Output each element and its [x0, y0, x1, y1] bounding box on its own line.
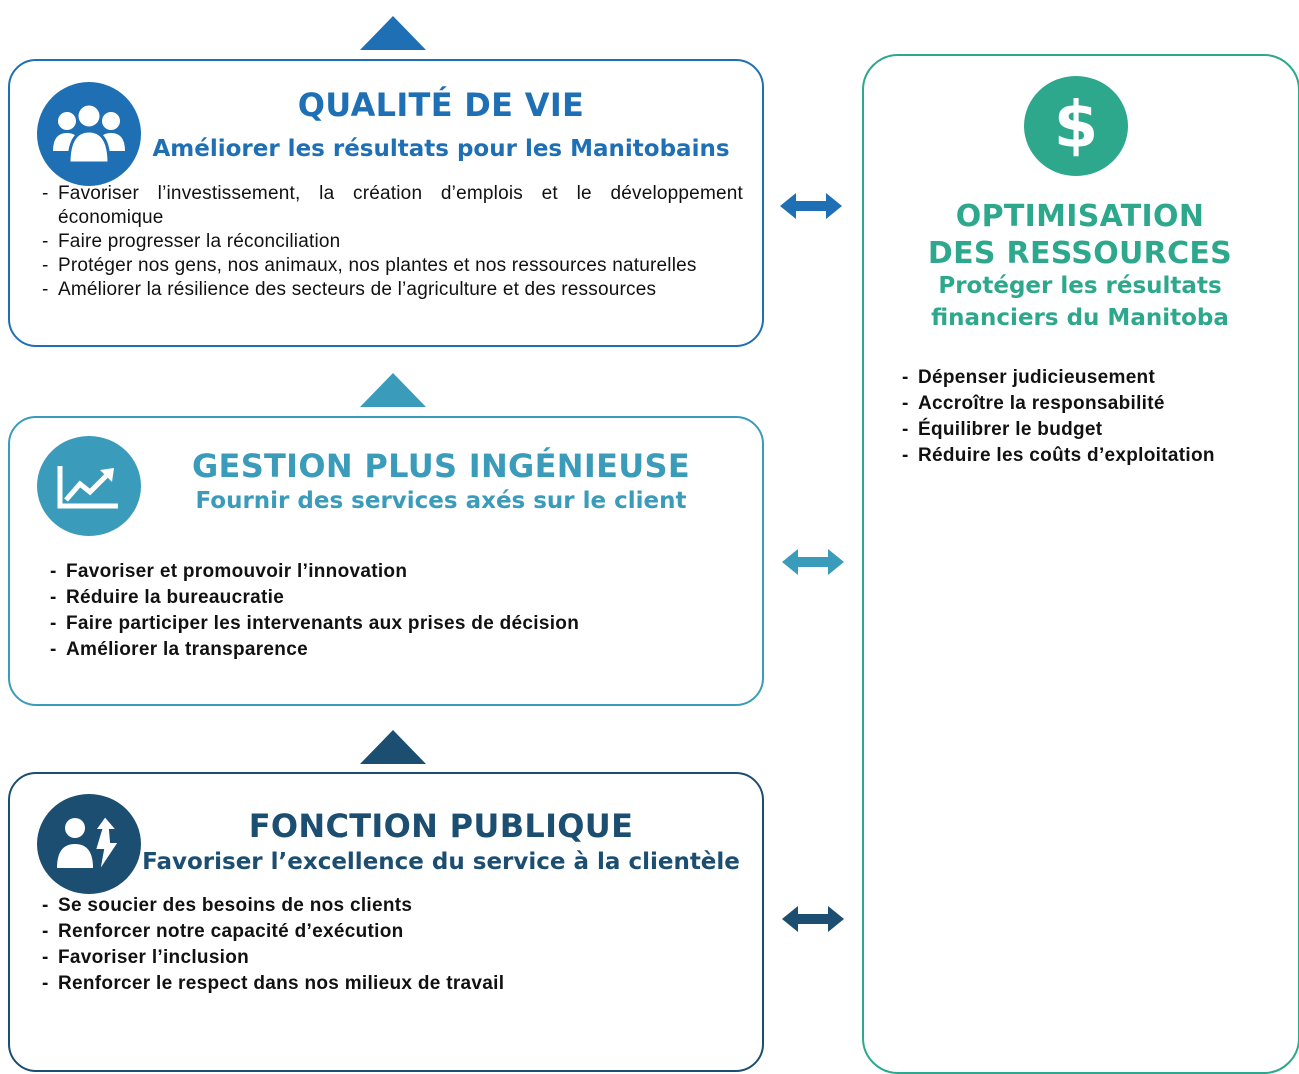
quality-list: Favoriser l’investissement, la création …	[40, 182, 743, 302]
list-item: Dépenser judicieusement	[900, 365, 1296, 391]
list-item: Renforcer notre capacité d’exécution	[40, 919, 740, 945]
fonction-title: FONCTION PUBLIQUE	[248, 807, 634, 845]
list-item: Favoriser l’inclusion	[40, 945, 740, 971]
list-item: Se soucier des besoins de nos clients	[40, 893, 740, 919]
fonction-list: Se soucier des besoins de nos clients Re…	[40, 893, 740, 997]
trend-chart-icon	[37, 436, 141, 536]
optimisation-title-line2: DES RESSOURCES	[927, 236, 1233, 271]
list-item: Protéger nos gens, nos animaux, nos plan…	[40, 254, 743, 278]
double-arrow-icon	[782, 549, 844, 575]
up-arrow-top	[360, 16, 426, 50]
double-arrow-icon	[780, 193, 842, 219]
list-item: Améliorer la résilience des secteurs de …	[40, 278, 743, 302]
dollar-icon: $	[1024, 76, 1128, 176]
double-arrow-icon	[782, 906, 844, 932]
people-lightning-icon	[37, 794, 141, 894]
list-item: Réduire la bureaucratie	[48, 585, 738, 611]
optimisation-title-line1: OPTIMISATION	[955, 199, 1205, 234]
quality-title: QUALITÉ DE VIE	[297, 86, 585, 124]
gestion-list: Favoriser et promouvoir l’innovation Réd…	[48, 559, 738, 663]
fonction-subtitle: Favoriser l’excellence du service à la c…	[142, 849, 740, 875]
quality-subtitle: Améliorer les résultats pour les Manitob…	[152, 136, 730, 162]
list-item: Favoriser et promouvoir l’innovation	[48, 559, 738, 585]
public-service-box: FONCTION PUBLIQUE Favoriser l’excellence…	[8, 772, 764, 1072]
smarter-management-box: GESTION PLUS INGÉNIEUSE Fournir des serv…	[8, 416, 764, 706]
up-arrow-middle	[360, 373, 426, 407]
list-item: Améliorer la transparence	[48, 637, 738, 663]
list-item: Faire progresser la réconciliation	[40, 230, 743, 254]
optimisation-list: Dépenser judicieusement Accroître la res…	[900, 365, 1296, 469]
optimisation-subtitle-line1: Protéger les résultats	[938, 273, 1222, 299]
gestion-subtitle: Fournir des services axés sur le client	[195, 488, 687, 514]
list-item: Accroître la responsabilité	[900, 391, 1296, 417]
list-item: Équilibrer le budget	[900, 417, 1296, 443]
list-item: Faire participer les intervenants aux pr…	[48, 611, 738, 637]
gestion-title: GESTION PLUS INGÉNIEUSE	[191, 447, 691, 485]
list-item: Renforcer le respect dans nos milieux de…	[40, 971, 740, 997]
up-arrow-bottom	[360, 730, 426, 764]
optimisation-subtitle-line2: financiers du Manitoba	[931, 305, 1229, 331]
list-item: Réduire les coûts d’exploitation	[900, 443, 1296, 469]
resource-optimization-box: $ OPTIMISATION DES RESSOURCES Protéger l…	[862, 54, 1299, 1074]
people-group-icon	[37, 82, 141, 186]
quality-of-life-box: QUALITÉ DE VIE Améliorer les résultats p…	[8, 59, 764, 347]
list-item: Favoriser l’investissement, la création …	[40, 182, 743, 230]
